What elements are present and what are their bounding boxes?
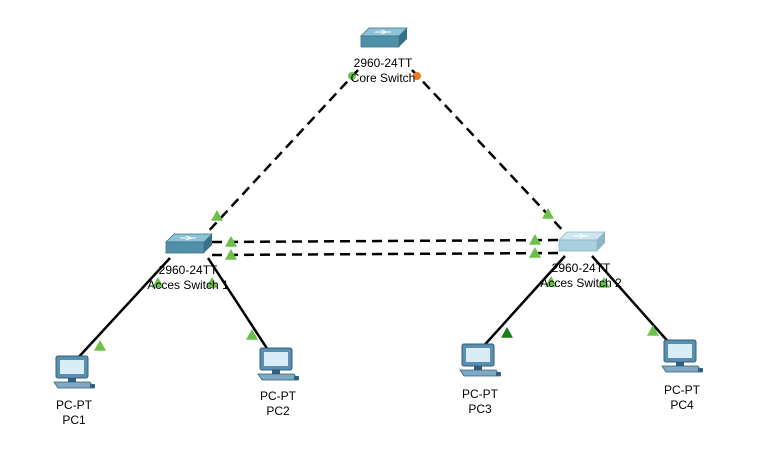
pc3-name-label: PC3	[468, 402, 492, 416]
port-status-as2-core	[542, 208, 554, 219]
pc1-icon-screen	[60, 360, 84, 374]
link-as2-pc4[interactable]	[591, 255, 673, 347]
link-as2-pc3[interactable]	[479, 255, 566, 351]
port-status-pc2	[246, 329, 258, 340]
access-switch-1-icon-arrows	[180, 235, 196, 241]
link-core-as1[interactable]	[203, 69, 359, 237]
pc2-name-label: PC2	[266, 404, 290, 418]
pc1-model-label: PC-PT	[56, 398, 92, 412]
access-switch-2-icon-arrows	[573, 233, 589, 239]
pc2-icon-mouse	[294, 376, 299, 380]
pc2-icon-neck	[272, 370, 280, 374]
pc2-icon-screen	[264, 352, 288, 366]
pc1-icon-neck	[68, 378, 76, 382]
link-as1-pc1[interactable]	[75, 257, 171, 361]
pc4-icon-mouse	[698, 368, 703, 372]
pc3-icon[interactable]	[459, 343, 501, 377]
pc1-name-label: PC1	[62, 413, 86, 427]
pc1-icon-keyboard	[53, 381, 95, 389]
port-status-pc1	[94, 340, 106, 351]
access-switch-1-icon-side	[204, 234, 212, 253]
access-switch-2-icon-front	[558, 239, 598, 252]
core-switch-model-label: 2960-24TT	[353, 56, 413, 70]
pc4-icon-keyboard	[661, 365, 703, 373]
core-switch-icon-side	[399, 28, 407, 47]
access-switch-2-model-label: 2960-24TT	[551, 261, 611, 275]
pc3-icon-mouse	[496, 372, 501, 376]
core-switch-icon[interactable]	[360, 27, 408, 48]
port-status-core-as2	[413, 72, 421, 80]
port-status-as2-pc3	[545, 276, 557, 287]
links-layer	[75, 69, 673, 361]
port-status-as1-as2-a	[225, 236, 237, 247]
access-switch-1-icon-front	[165, 241, 205, 254]
port-status-core-as1	[348, 72, 356, 80]
pc1-icon-mouse	[90, 384, 95, 388]
pc2-icon-keyboard	[257, 373, 299, 381]
pc3-icon-keyboard	[459, 369, 501, 377]
port-status-as2-as1-a	[529, 234, 541, 245]
link-as1-pc2[interactable]	[206, 257, 270, 351]
access-switch-2-icon-side	[597, 232, 605, 251]
pc4-icon[interactable]	[661, 339, 703, 373]
pc4-model-label: PC-PT	[664, 383, 700, 397]
pc3-icon-neck	[474, 366, 482, 370]
link-as1-as2-a[interactable]	[211, 238, 561, 244]
pc1-icon[interactable]	[53, 355, 95, 389]
access-switch-2-name-label: Acces Switch 2	[540, 276, 622, 290]
core-switch-icon-front	[360, 35, 400, 48]
port-status-as1-pc1	[152, 277, 164, 288]
link-core-as2[interactable]	[411, 69, 569, 237]
core-switch-name-label: Core Switch	[350, 71, 416, 85]
access-switch-1-name-label: Acces Switch 1	[147, 278, 229, 292]
pc4-icon-screen	[668, 344, 692, 358]
port-status-pc4	[647, 325, 659, 336]
pc4-icon-neck	[676, 362, 684, 366]
access-switch-1-icon[interactable]	[165, 233, 213, 254]
access-switch-2-icon[interactable]	[558, 231, 606, 252]
pc4-name-label: PC4	[670, 398, 694, 412]
core-switch-icon-arrows	[375, 29, 391, 35]
access-switch-1-model-label: 2960-24TT	[158, 263, 218, 277]
port-status-pc3	[501, 327, 513, 338]
pc2-model-label: PC-PT	[260, 389, 296, 403]
port-status-as1-as2-b	[225, 249, 237, 260]
port-status-as2-pc4	[598, 277, 610, 288]
port-status-as2-as1-b	[529, 247, 541, 258]
port-status-as1-pc2	[206, 277, 218, 288]
port-status-as1-core	[211, 210, 223, 221]
nodes-layer	[53, 27, 703, 389]
pc3-icon-screen	[466, 348, 490, 362]
pc3-model-label: PC-PT	[462, 387, 498, 401]
pc2-icon[interactable]	[257, 347, 299, 381]
link-as1-as2-b[interactable]	[211, 251, 561, 257]
